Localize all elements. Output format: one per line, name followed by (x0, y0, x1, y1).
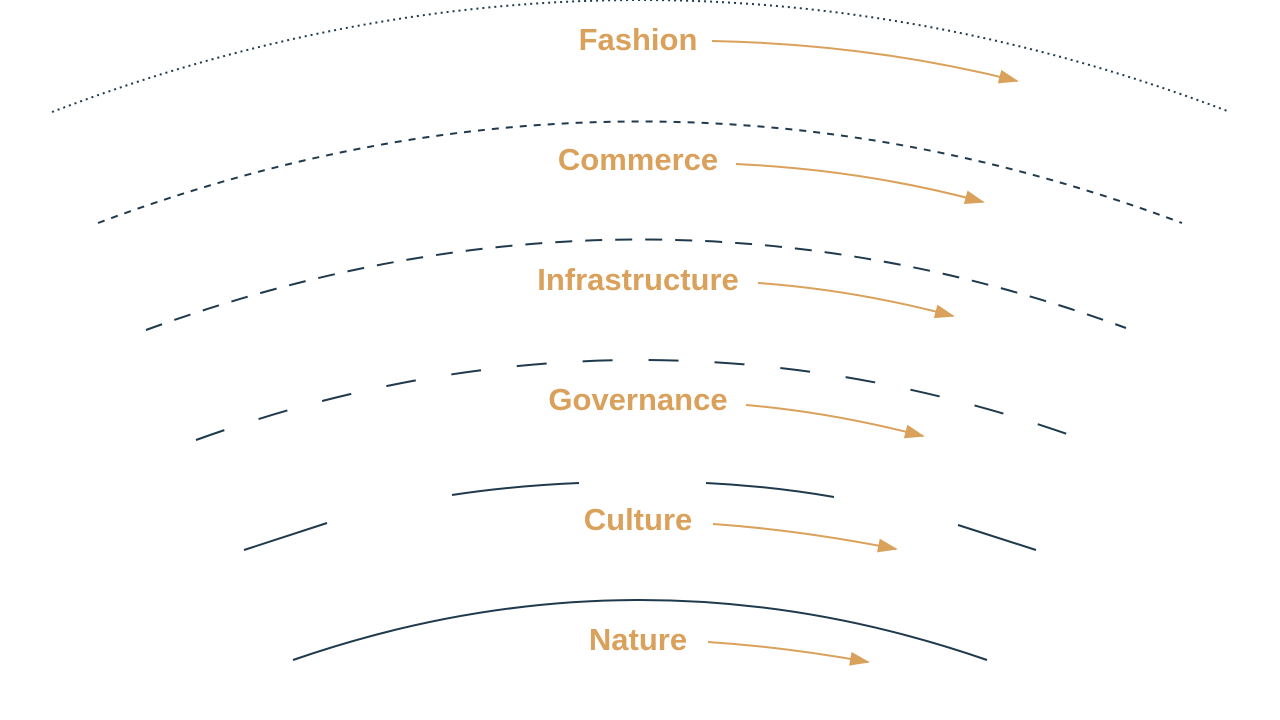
layer-arc-culture-left (243, 522, 328, 551)
layer-arc-culture-right (957, 524, 1037, 551)
layer-label-infrastructure: Infrastructure (537, 262, 739, 297)
layer-label-nature: Nature (589, 622, 687, 657)
layer-arrow-nature (707, 641, 870, 666)
layer-label-culture: Culture (584, 502, 693, 537)
layer-arc-culture-center-left (451, 482, 580, 496)
layer-commerce: Commerce (97, 120, 1183, 224)
layer-arc-culture-center-right (705, 482, 835, 498)
layer-governance: Governance (195, 359, 1085, 441)
layer-arc-commerce (97, 120, 1183, 224)
layer-label-commerce: Commerce (558, 142, 718, 177)
layer-culture: Culture (243, 482, 1037, 553)
layer-arrow-commerce (735, 163, 985, 205)
layer-label-fashion: Fashion (579, 22, 698, 57)
layer-arc-governance (195, 359, 1085, 441)
layer-label-governance: Governance (548, 382, 727, 417)
layer-arc-nature (292, 599, 988, 661)
layer-arc-infrastructure (145, 238, 1127, 331)
layer-arrow-fashion (711, 40, 1019, 84)
layer-infrastructure: Infrastructure (145, 238, 1127, 331)
layer-nature: Nature (292, 599, 988, 666)
layer-arrow-culture (712, 523, 898, 553)
layer-fashion: Fashion (51, 0, 1231, 113)
layer-arrow-infrastructure (757, 282, 955, 319)
layer-arrow-governance (745, 404, 925, 439)
